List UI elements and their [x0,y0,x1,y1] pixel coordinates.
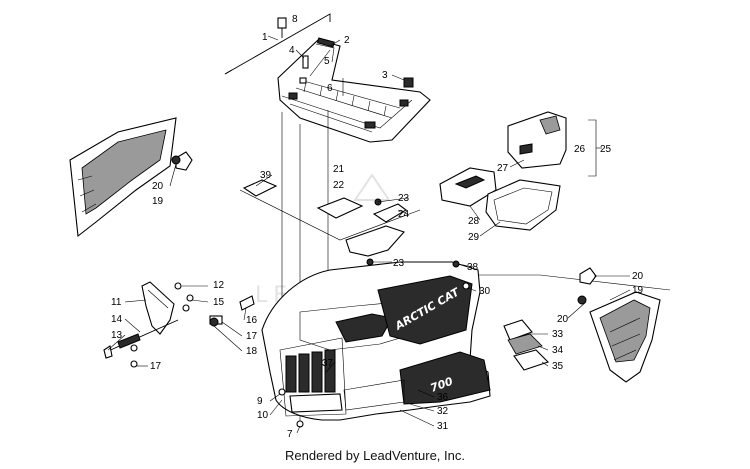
callout-22: 22 [333,180,345,191]
callout-21: 21 [333,164,345,175]
mount-bracket [345,198,407,266]
callout-24: 24 [398,209,410,220]
callout-2: 2 [344,35,350,46]
tray [439,167,497,207]
left-side-panel [69,117,193,238]
callout-9: 9 [257,396,263,407]
callout-16: 16 [246,315,258,326]
callout-27: 25 [600,144,612,155]
footer-credit: Rendered by LeadVenture, Inc. [285,448,465,463]
callout-6: 6 [327,83,333,94]
callout-23-bottom: 23 [393,258,405,269]
callout-20-lower: 20 [557,314,569,325]
decal-sheet [503,319,550,371]
callout-28: 26 [574,144,586,155]
callout-35: 35 [552,361,564,372]
callout-30: 30 [479,286,491,297]
grille [279,337,347,417]
storage-bin [485,179,561,231]
callout-19-right: 19 [632,285,644,296]
callout-26: 29 [468,232,480,243]
callout-14: 14 [111,314,123,325]
callout-10: 10 [257,410,269,421]
callout-4: 4 [289,45,295,56]
decals-small [242,179,364,219]
callout-3: 3 [382,70,388,81]
callout-12: 12 [213,280,225,291]
callout-17-left: 17 [150,361,162,372]
callout-1: 1 [262,32,268,43]
callout-17-right: 17 [246,331,258,342]
callout-25: 28 [468,216,480,227]
callout-7: 7 [287,429,293,440]
callout-19-left: 19 [152,196,164,207]
callout-5: 5 [324,56,330,67]
callout-13: 13 [111,330,123,341]
callout-37: 37 [322,358,334,369]
callout-20-right: 20 [632,271,644,282]
callout-leaders [107,35,631,434]
callout-15: 15 [213,297,225,308]
callout-11: 11 [111,297,122,308]
fasteners [130,260,470,428]
callout-38: 36 [437,392,449,403]
front-rack [224,13,431,143]
callout-29: 27 [497,163,509,174]
front-fender-body: ARCTIC CAT 700 [261,261,491,421]
callout-20-left: 20 [152,181,164,192]
callout-32: 32 [437,406,449,417]
callout-34: 34 [552,345,564,356]
right-side-panel [577,267,661,383]
callout-18: 18 [246,346,258,357]
callout-8: 8 [292,14,298,25]
storage-cover [507,111,567,169]
callout-36: 39 [260,170,272,181]
callout-39: 38 [467,262,479,273]
callout-33: 33 [552,329,564,340]
callout-31: 31 [437,421,449,432]
